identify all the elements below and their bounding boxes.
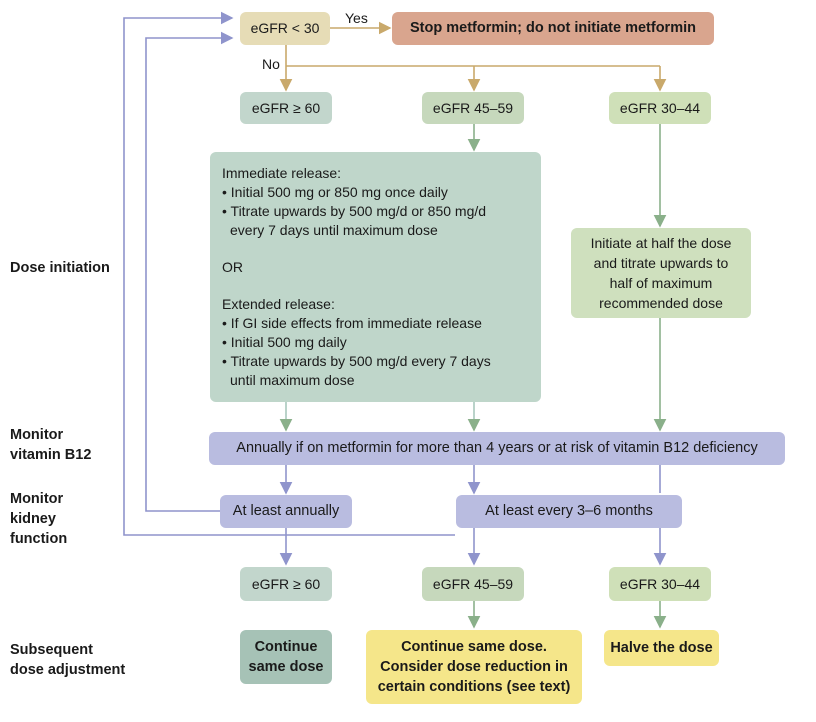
no-label: No xyxy=(262,56,280,72)
half-dose-initiation-box: Initiate at half the dose and titrate up… xyxy=(571,228,751,318)
egfr-30-44-subsequent-box: eGFR 30–44 xyxy=(609,567,711,601)
egfr-45-59-subsequent-box: eGFR 45–59 xyxy=(422,567,524,601)
egfr-30-44-initiation-box: eGFR 30–44 xyxy=(609,92,711,124)
egfr-60-initiation-box: eGFR ≥ 60 xyxy=(240,92,332,124)
dose-initiation-box: Immediate release: • Initial 500 mg or 8… xyxy=(210,152,541,402)
stop-metformin-box: Stop metformin; do not initiate metformi… xyxy=(392,12,714,45)
row-label-monitor-kidney: Monitor kidney function xyxy=(10,491,68,547)
row-label-subsequent: Subsequent dose adjustment xyxy=(10,642,126,678)
kidney-annually-box: At least annually xyxy=(220,495,352,528)
continue-same-dose-box: Continue same dose xyxy=(240,630,332,684)
halve-dose-box: Halve the dose xyxy=(604,630,719,666)
yes-label: Yes xyxy=(345,10,368,26)
egfr-60-subsequent-box: eGFR ≥ 60 xyxy=(240,567,332,601)
row-label-monitor-b12: Monitor vitamin B12 xyxy=(10,427,92,463)
egfr-lt-30-box: eGFR < 30 xyxy=(240,12,330,45)
egfr-45-59-initiation-box: eGFR 45–59 xyxy=(422,92,524,124)
row-label-dose-initiation: Dose initiation xyxy=(10,260,110,276)
consider-dose-reduction-box: Continue same dose. Consider dose reduct… xyxy=(366,630,582,704)
vitamin-b12-monitor-box: Annually if on metformin for more than 4… xyxy=(209,432,785,465)
kidney-every-3-6-months-box: At least every 3–6 months xyxy=(456,495,682,528)
